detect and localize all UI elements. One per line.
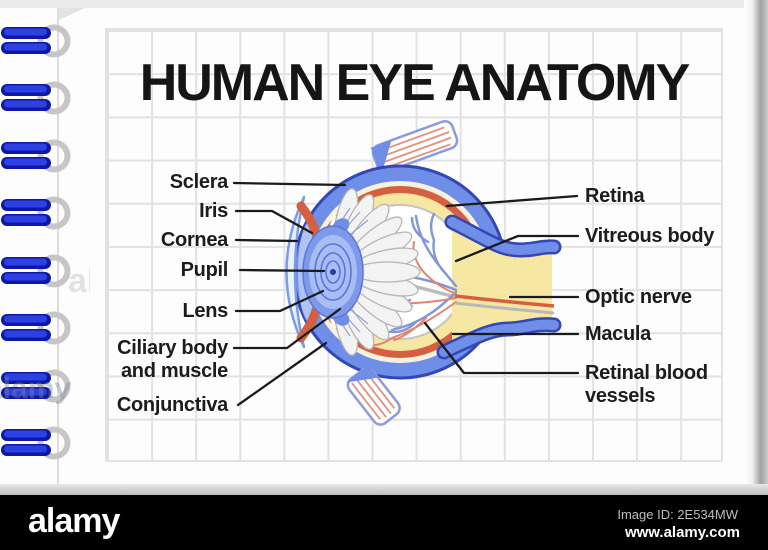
spiral-binding — [0, 0, 80, 495]
notebook-page-left-edge — [57, 8, 59, 495]
label-macula: Macula — [585, 323, 652, 345]
alamy-url: www.alamy.com — [624, 524, 740, 541]
label-cornea: Cornea — [160, 229, 228, 251]
page-bottom-edge-shadow — [0, 484, 768, 496]
image-id: Image ID: 2E534MW — [617, 507, 738, 522]
label-pupil: Pupil — [180, 259, 229, 281]
label-iris: Iris — [199, 200, 228, 222]
label-ciliary-body: Ciliary body and muscle — [117, 337, 228, 382]
label-sclera: Sclera — [169, 171, 229, 193]
label-lens: Lens — [182, 300, 229, 322]
page-top-edge — [0, 0, 768, 8]
alamy-footer-bar: alamy Image ID: 2E534MW www.alamy.com — [0, 495, 768, 550]
label-retinal-blood-vessels: Retinal blood vessels — [585, 362, 708, 407]
alamy-watermark-ghost: alamy — [68, 262, 90, 300]
label-retina: Retina — [585, 185, 645, 207]
page-corner-fold — [59, 8, 85, 20]
alamy-watermark: alamy — [0, 372, 72, 405]
page-title: HUMAN EYE ANATOMY — [139, 54, 691, 112]
label-optic-nerve: Optic nerve — [585, 286, 692, 308]
alamy-logo: alamy — [28, 502, 120, 540]
page-right-edge-shadow — [744, 0, 768, 495]
label-conjunctiva: Conjunctiva — [116, 394, 228, 416]
label-vitreous-body: Vitreous body — [585, 225, 715, 247]
